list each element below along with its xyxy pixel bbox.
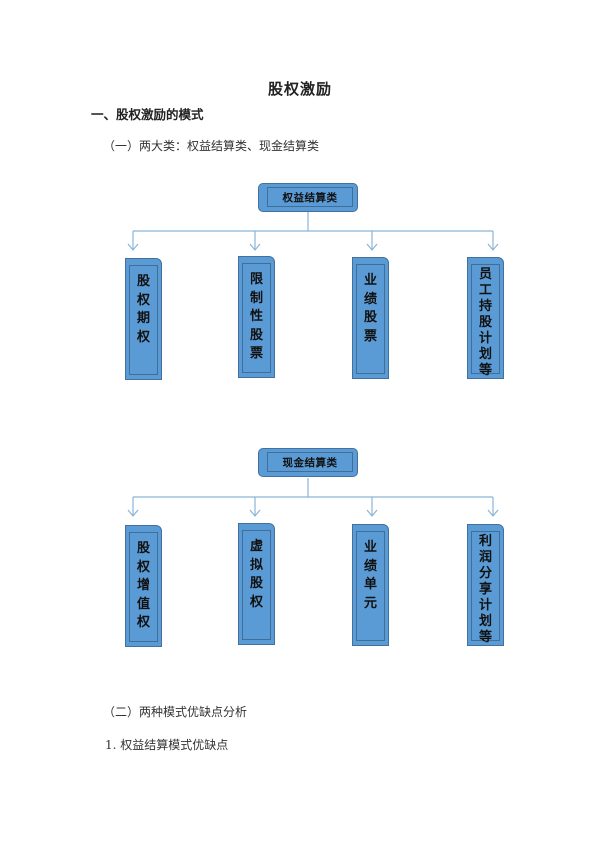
list-item-equity-pros-cons: 1. 权益结算模式优缺点 bbox=[105, 738, 229, 752]
leaf-char: 票 bbox=[249, 346, 263, 361]
leaf-char: 限 bbox=[249, 272, 263, 287]
page-title: 股权激励 bbox=[267, 80, 332, 98]
leaf-char: 业 bbox=[363, 273, 377, 288]
leaf-node-restricted-stock: 限 制 性 股 票 bbox=[238, 256, 275, 378]
leaf-char: 股 bbox=[363, 310, 377, 325]
subheading-two-categories: （一）两大类：权益结算类、现金结算类 bbox=[103, 139, 320, 153]
leaf-char: 工 bbox=[478, 283, 492, 298]
leaf-char: 划 bbox=[478, 614, 492, 629]
leaf-char: 等 bbox=[478, 630, 492, 645]
leaf-node-phantom-stock: 虚 拟 股 权 bbox=[238, 523, 275, 645]
leaf-char: 计 bbox=[478, 598, 492, 613]
leaf-char: 绩 bbox=[363, 291, 377, 307]
root-node-label: 权益结算类 bbox=[267, 187, 353, 207]
leaf-char: 润 bbox=[478, 550, 492, 565]
leaf-char: 权 bbox=[136, 292, 150, 308]
leaf-char: 分 bbox=[478, 566, 492, 581]
leaf-node-performance-units: 业 绩 单 元 bbox=[352, 524, 389, 646]
leaf-node-esop: 员 工 持 股 计 划 等 bbox=[467, 257, 504, 379]
leaf-char: 单 bbox=[363, 577, 377, 592]
leaf-char: 绩 bbox=[363, 558, 377, 574]
leaf-char: 虚 bbox=[249, 539, 263, 554]
section-heading-1: 一、股权激励的模式 bbox=[91, 107, 204, 122]
leaf-char: 股 bbox=[136, 541, 150, 556]
leaf-char: 拟 bbox=[249, 557, 263, 573]
subheading-pros-cons: （二）两种模式优缺点分析 bbox=[103, 705, 248, 719]
leaf-char: 业 bbox=[363, 540, 377, 555]
leaf-char: 票 bbox=[363, 328, 377, 344]
leaf-node-performance-shares: 业 绩 股 票 bbox=[352, 257, 389, 379]
leaf-node-stock-options: 股 权 期 权 bbox=[125, 258, 162, 380]
leaf-char: 增 bbox=[136, 578, 150, 593]
leaf-char: 权 bbox=[136, 329, 150, 345]
root-node-label: 现金结算类 bbox=[267, 452, 353, 472]
leaf-char: 制 bbox=[249, 290, 263, 306]
leaf-char: 权 bbox=[136, 615, 150, 630]
leaf-char: 股 bbox=[136, 274, 150, 289]
leaf-char: 等 bbox=[478, 363, 492, 378]
leaf-char: 划 bbox=[478, 347, 492, 362]
leaf-char: 股 bbox=[478, 315, 492, 330]
leaf-char: 股 bbox=[249, 576, 263, 591]
leaf-char: 元 bbox=[363, 595, 377, 611]
leaf-char: 利 bbox=[478, 534, 492, 549]
leaf-char: 值 bbox=[136, 596, 150, 612]
leaf-node-sar: 股 权 增 值 权 bbox=[125, 525, 162, 647]
leaf-char: 股 bbox=[249, 327, 263, 343]
root-node-equity: 权益结算类 bbox=[258, 183, 358, 212]
leaf-char: 计 bbox=[478, 331, 492, 346]
leaf-node-profit-sharing: 利 润 分 享 计 划 等 bbox=[467, 524, 504, 646]
root-node-cash: 现金结算类 bbox=[258, 448, 358, 477]
leaf-char: 期 bbox=[136, 311, 150, 326]
leaf-char: 享 bbox=[478, 582, 492, 597]
leaf-char: 员 bbox=[478, 267, 492, 282]
leaf-char: 权 bbox=[249, 594, 263, 610]
leaf-char: 权 bbox=[136, 559, 150, 575]
leaf-char: 性 bbox=[249, 309, 263, 324]
leaf-char: 持 bbox=[478, 299, 492, 314]
